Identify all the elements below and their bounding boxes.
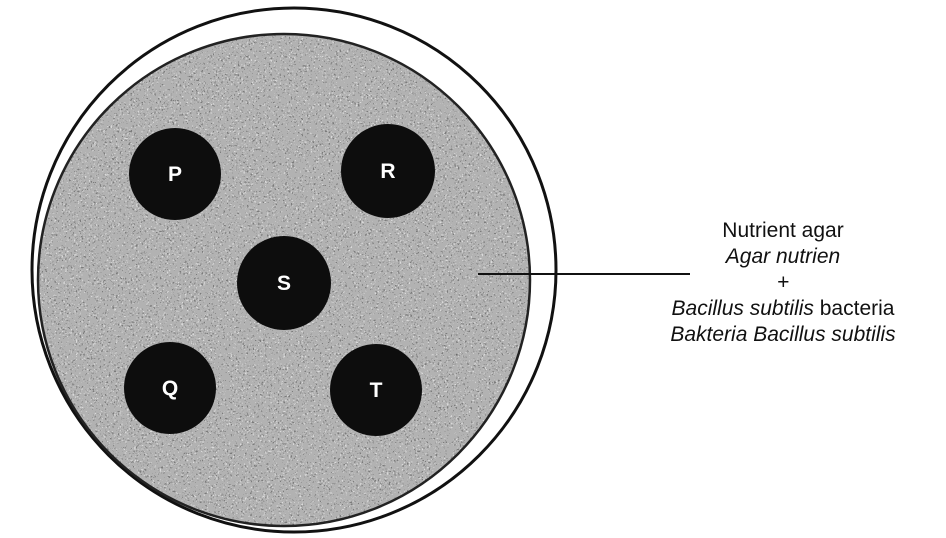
disc-q-label: Q: [162, 377, 178, 400]
disc-t-label: T: [370, 379, 383, 402]
disc-r: R: [341, 124, 435, 218]
callout-bacteria-word: bacteria: [814, 297, 895, 320]
agar-callout: Nutrient agar Agar nutrien + Bacillus su…: [620, 218, 946, 348]
disc-s-label: S: [277, 272, 291, 295]
callout-species-name: Bacillus subtilis: [672, 297, 814, 320]
disc-p-label: P: [168, 163, 182, 186]
disc-p: P: [129, 128, 221, 220]
callout-line-agar-nutrien: Agar nutrien: [620, 244, 946, 270]
callout-line-bacillus-bacteria: Bacillus subtilis bacteria: [620, 296, 946, 322]
callout-line-nutrient-agar: Nutrient agar: [620, 218, 946, 244]
disc-q: Q: [124, 342, 216, 434]
callout-line-bakteria: Bakteria Bacillus subtilis: [620, 322, 946, 348]
disc-r-label: R: [380, 160, 395, 183]
disc-t: T: [330, 344, 422, 436]
disc-s: S: [237, 236, 331, 330]
callout-plus: +: [620, 270, 946, 296]
